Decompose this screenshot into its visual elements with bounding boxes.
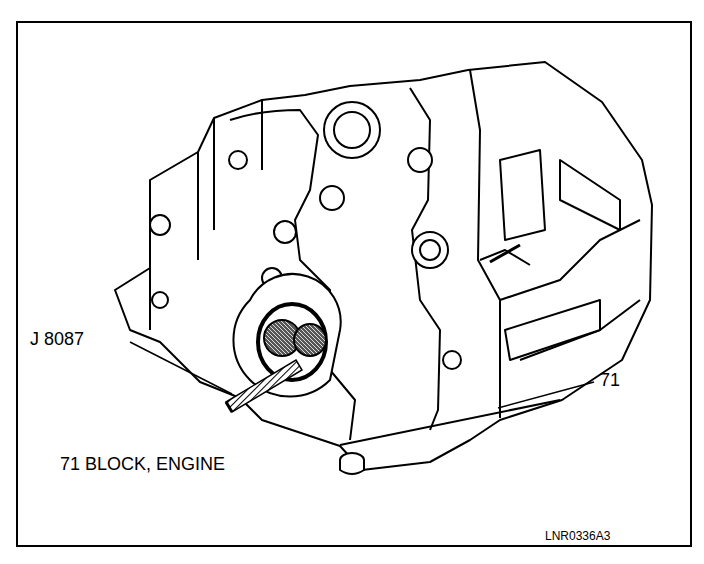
tool-number: J 8087 — [30, 330, 84, 350]
leader-line — [130, 342, 232, 394]
callout-number: 71 — [600, 371, 620, 391]
leader-lines — [130, 342, 594, 408]
legend-note: 71 BLOCK, ENGINE — [60, 455, 225, 475]
figure-code: LNR0336A3 — [545, 530, 610, 543]
engine-block — [115, 62, 652, 474]
leader-line — [498, 382, 594, 408]
bore-gauge-tool — [226, 274, 341, 412]
figure-frame — [17, 22, 691, 546]
